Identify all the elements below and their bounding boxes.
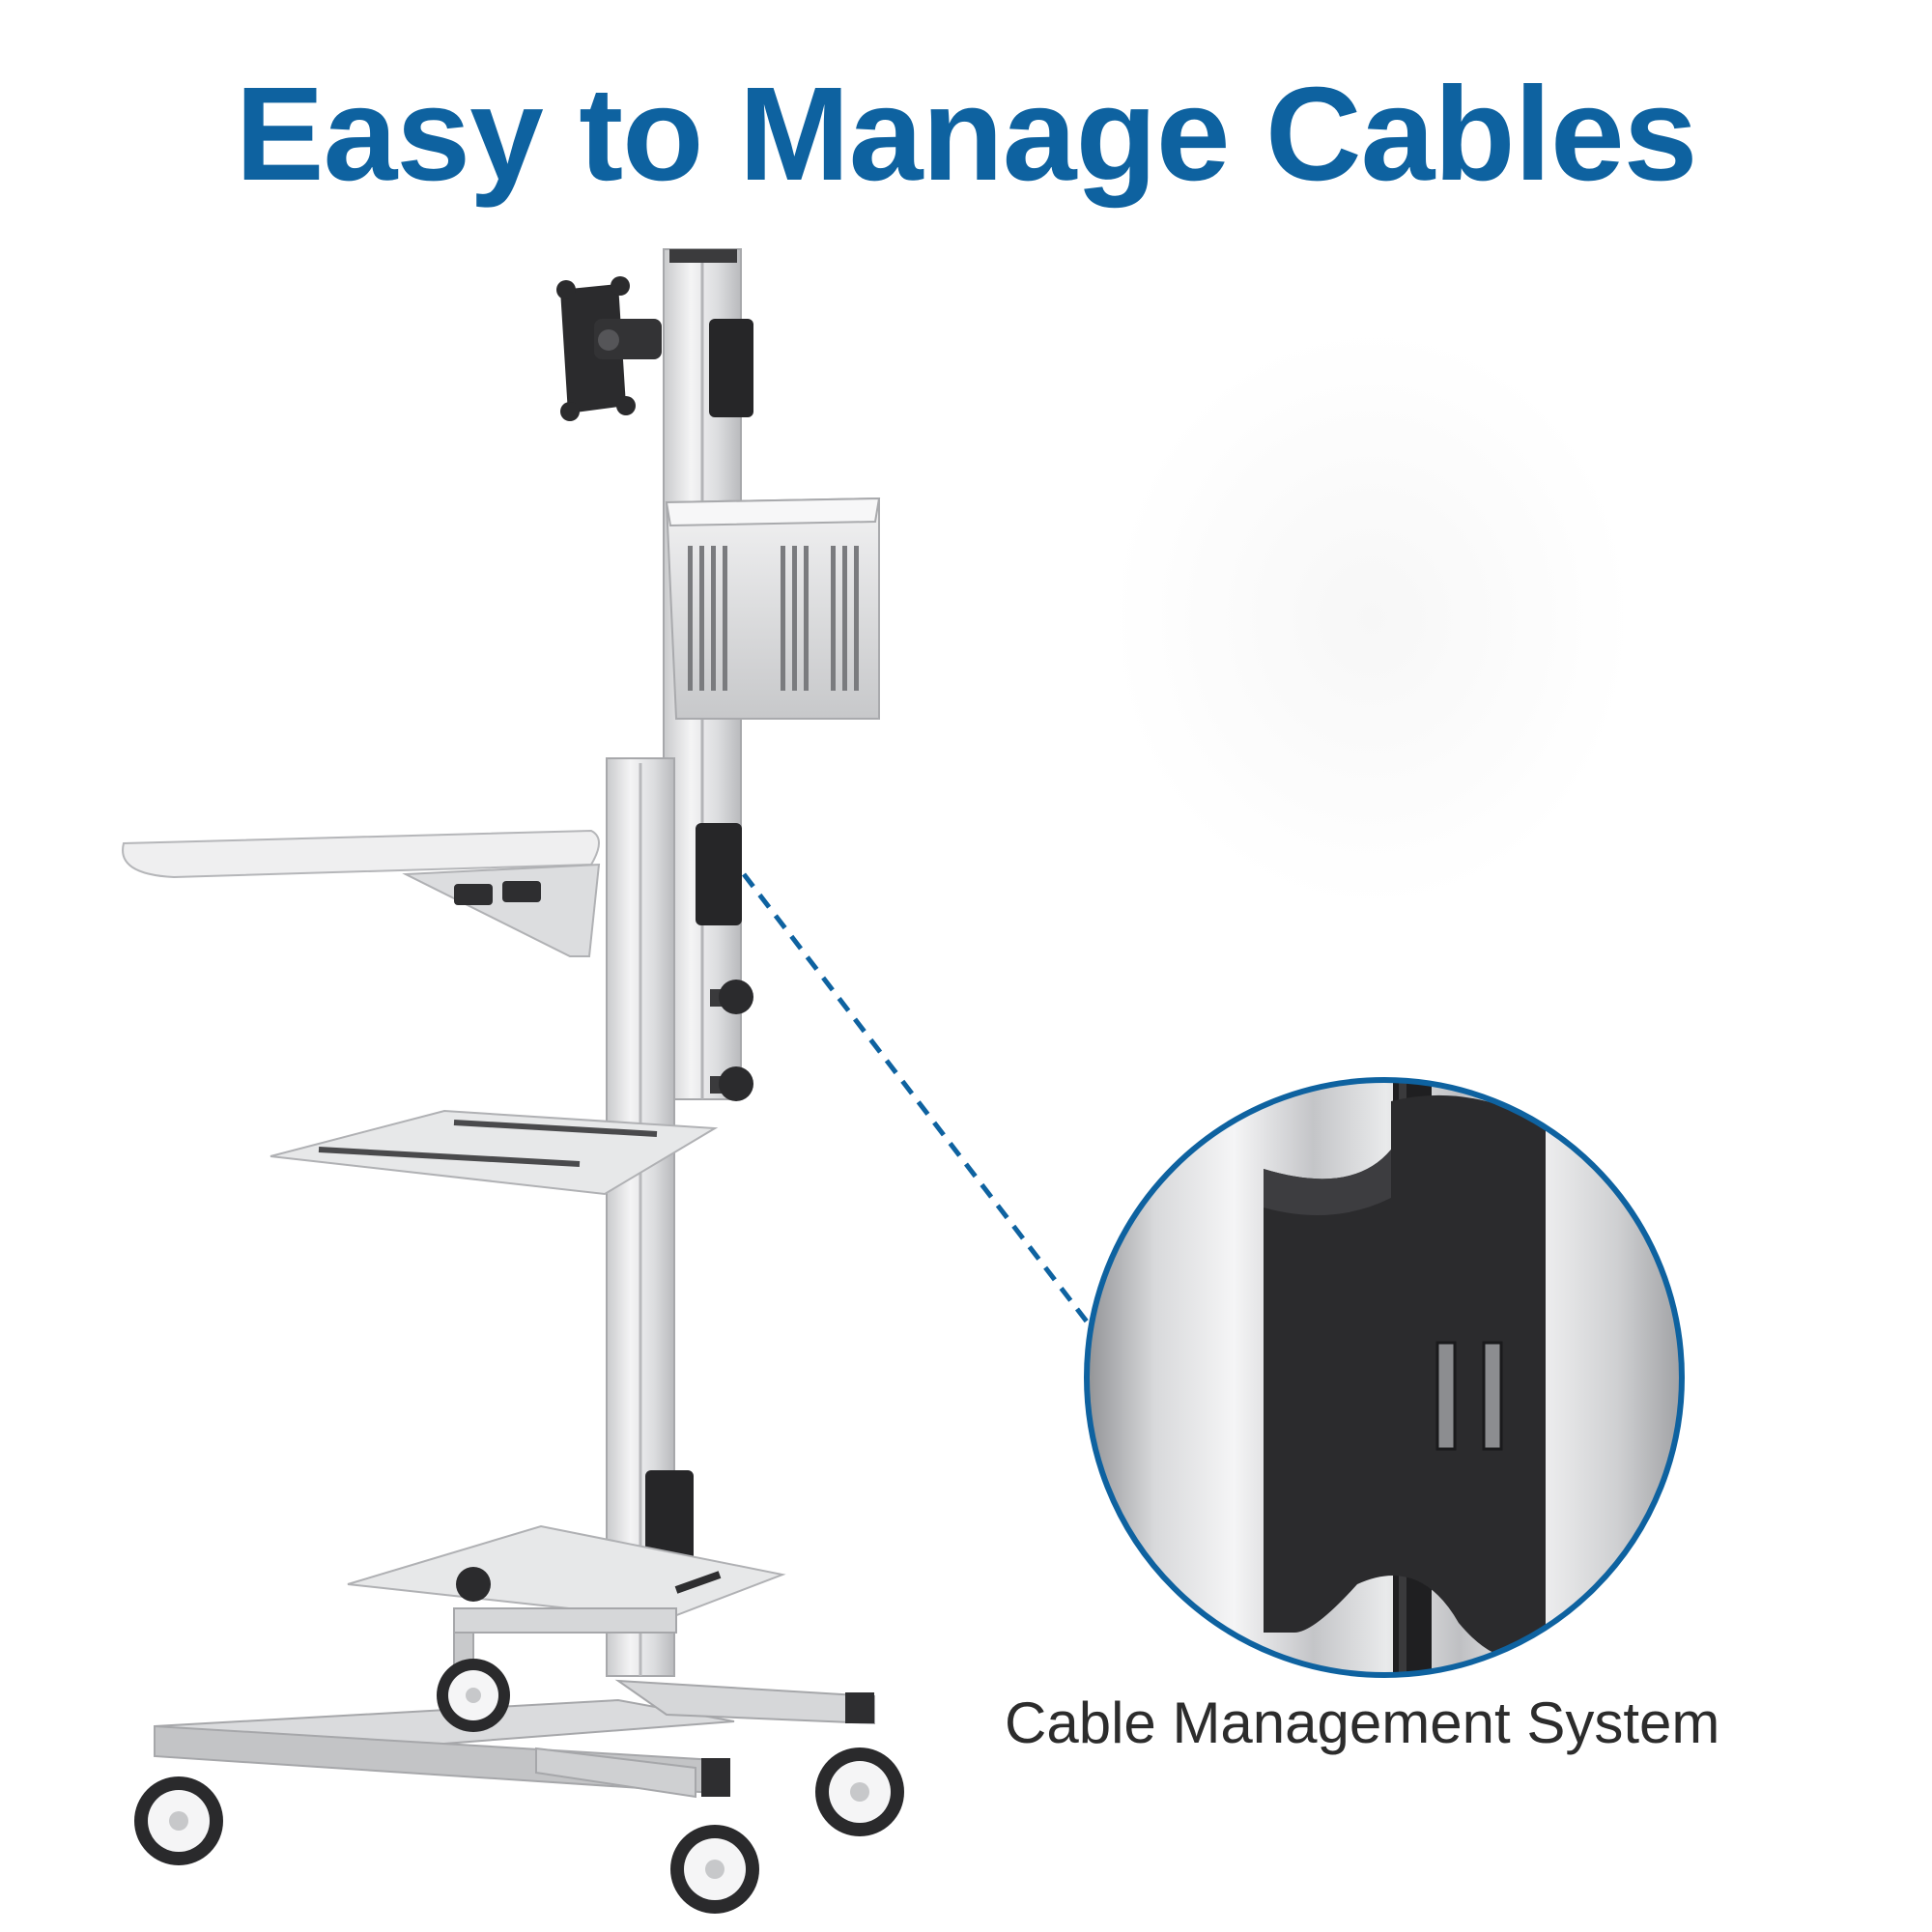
cable-clip-top (709, 319, 753, 417)
column-cap (669, 249, 737, 263)
zoom-detail (1084, 1077, 1685, 1678)
height-knob-upper (710, 980, 753, 1014)
cable-clip-middle (696, 823, 742, 925)
callout-connector (742, 872, 1092, 1327)
base (154, 1607, 875, 1799)
basket (665, 497, 881, 720)
desk-tray (122, 829, 601, 957)
vesa-mount (556, 276, 662, 421)
caster-front-right (815, 1747, 904, 1836)
cable-clip-closeup (1264, 1094, 1546, 1658)
lower-shelf (347, 1524, 786, 1621)
middle-shelf (270, 1109, 719, 1196)
cable-clip-bottom (645, 1470, 694, 1573)
zoom-circle-frame (1084, 1077, 1685, 1678)
background-haze (1111, 328, 1633, 908)
headline: Easy to Manage Cables (235, 60, 1698, 209)
caster-front-left (134, 1776, 223, 1865)
caster-front-center (670, 1825, 759, 1914)
cart-illustration (122, 248, 904, 1914)
callout-caption: Cable Management System (1005, 1690, 1720, 1755)
caster-back-left (437, 1659, 510, 1732)
height-knob-lower (710, 1066, 753, 1101)
